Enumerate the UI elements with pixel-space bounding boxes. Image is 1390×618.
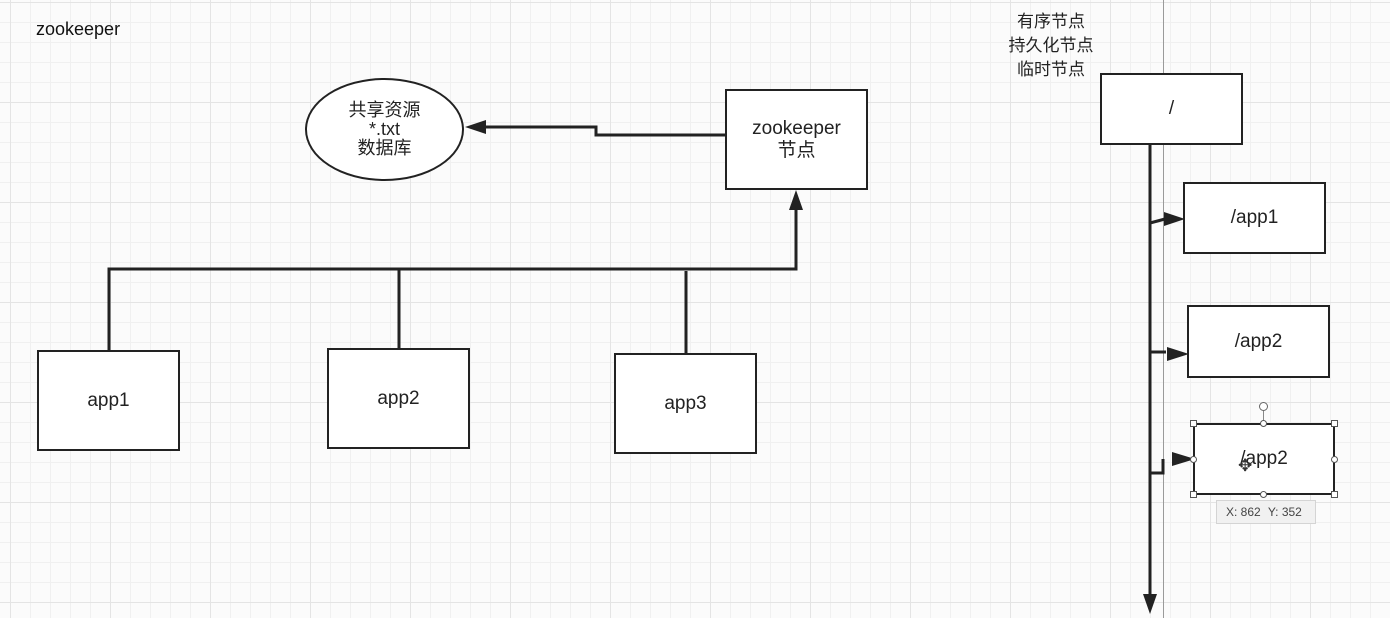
app2-label: app2 xyxy=(377,387,420,409)
rotate-stem xyxy=(1263,411,1264,424)
coordinate-tooltip: X: 862 Y: 352 xyxy=(1216,500,1316,524)
zookeeper-node-box[interactable]: zookeeper 节点 xyxy=(725,89,868,190)
resize-handle-e[interactable] xyxy=(1331,456,1338,463)
resize-handle-s[interactable] xyxy=(1260,491,1267,498)
app3-box[interactable]: app3 xyxy=(614,353,757,454)
zookeeper-node-title: zookeeper xyxy=(752,117,841,139)
branch-app1 xyxy=(1149,217,1166,225)
node-type-label: 临时节点 xyxy=(1017,60,1085,79)
shared-resource-label: 共享资源 xyxy=(348,100,421,120)
resize-handle-sw[interactable] xyxy=(1190,491,1197,498)
arrowhead xyxy=(1143,594,1157,614)
znode-root-box[interactable]: / xyxy=(1100,73,1243,145)
rotate-handle[interactable] xyxy=(1259,402,1268,411)
app2-box[interactable]: app2 xyxy=(327,348,470,449)
znode-app1-box[interactable]: /app1 xyxy=(1183,182,1326,254)
node-type-label: 持久化节点 xyxy=(1008,36,1094,55)
node-types-note[interactable]: 有序节点 持久化节点 临时节点 xyxy=(996,10,1106,82)
znode-app2-selected-box[interactable]: /app2 xyxy=(1193,423,1335,495)
move-cursor-icon: ✥ xyxy=(1238,456,1253,475)
resize-handle-n[interactable] xyxy=(1260,420,1267,427)
arrowhead xyxy=(789,190,803,210)
arrowhead xyxy=(1164,212,1185,226)
znode-app2-box[interactable]: /app2 xyxy=(1187,305,1330,378)
resize-handle-nw[interactable] xyxy=(1190,420,1197,427)
app1-box[interactable]: app1 xyxy=(37,350,180,451)
arrowhead xyxy=(465,120,486,134)
shared-resource-file: *.txt xyxy=(368,119,400,139)
znode-root-label: / xyxy=(1168,98,1175,119)
connector-zk-resource xyxy=(486,125,727,137)
shared-resource-db: 数据库 xyxy=(357,138,412,158)
resize-handle-se[interactable] xyxy=(1331,491,1338,498)
alignment-guide xyxy=(1163,0,1164,618)
arrowhead xyxy=(1172,452,1195,466)
arrowhead xyxy=(1167,347,1189,361)
shared-resource-ellipse[interactable]: 共享资源 *.txt 数据库 xyxy=(305,78,464,181)
app1-label: app1 xyxy=(87,389,130,411)
tooltip-x: X: 862 xyxy=(1226,505,1261,519)
node-type-label: 有序节点 xyxy=(1017,12,1085,31)
znode-app2-label: /app2 xyxy=(1234,330,1283,352)
znode-app1-label: /app1 xyxy=(1230,207,1279,228)
resize-handle-w[interactable] xyxy=(1190,456,1197,463)
znode-app2-selected-label: /app2 xyxy=(1240,448,1288,469)
page-title: zookeeper xyxy=(36,19,121,39)
tooltip-y: Y: 352 xyxy=(1267,505,1302,519)
app3-label: app3 xyxy=(664,392,707,414)
branch-app2b xyxy=(1150,459,1165,475)
resize-handle-ne[interactable] xyxy=(1331,420,1338,427)
connector-app1 xyxy=(107,208,798,352)
zookeeper-node-subtitle: 节点 xyxy=(777,139,816,161)
